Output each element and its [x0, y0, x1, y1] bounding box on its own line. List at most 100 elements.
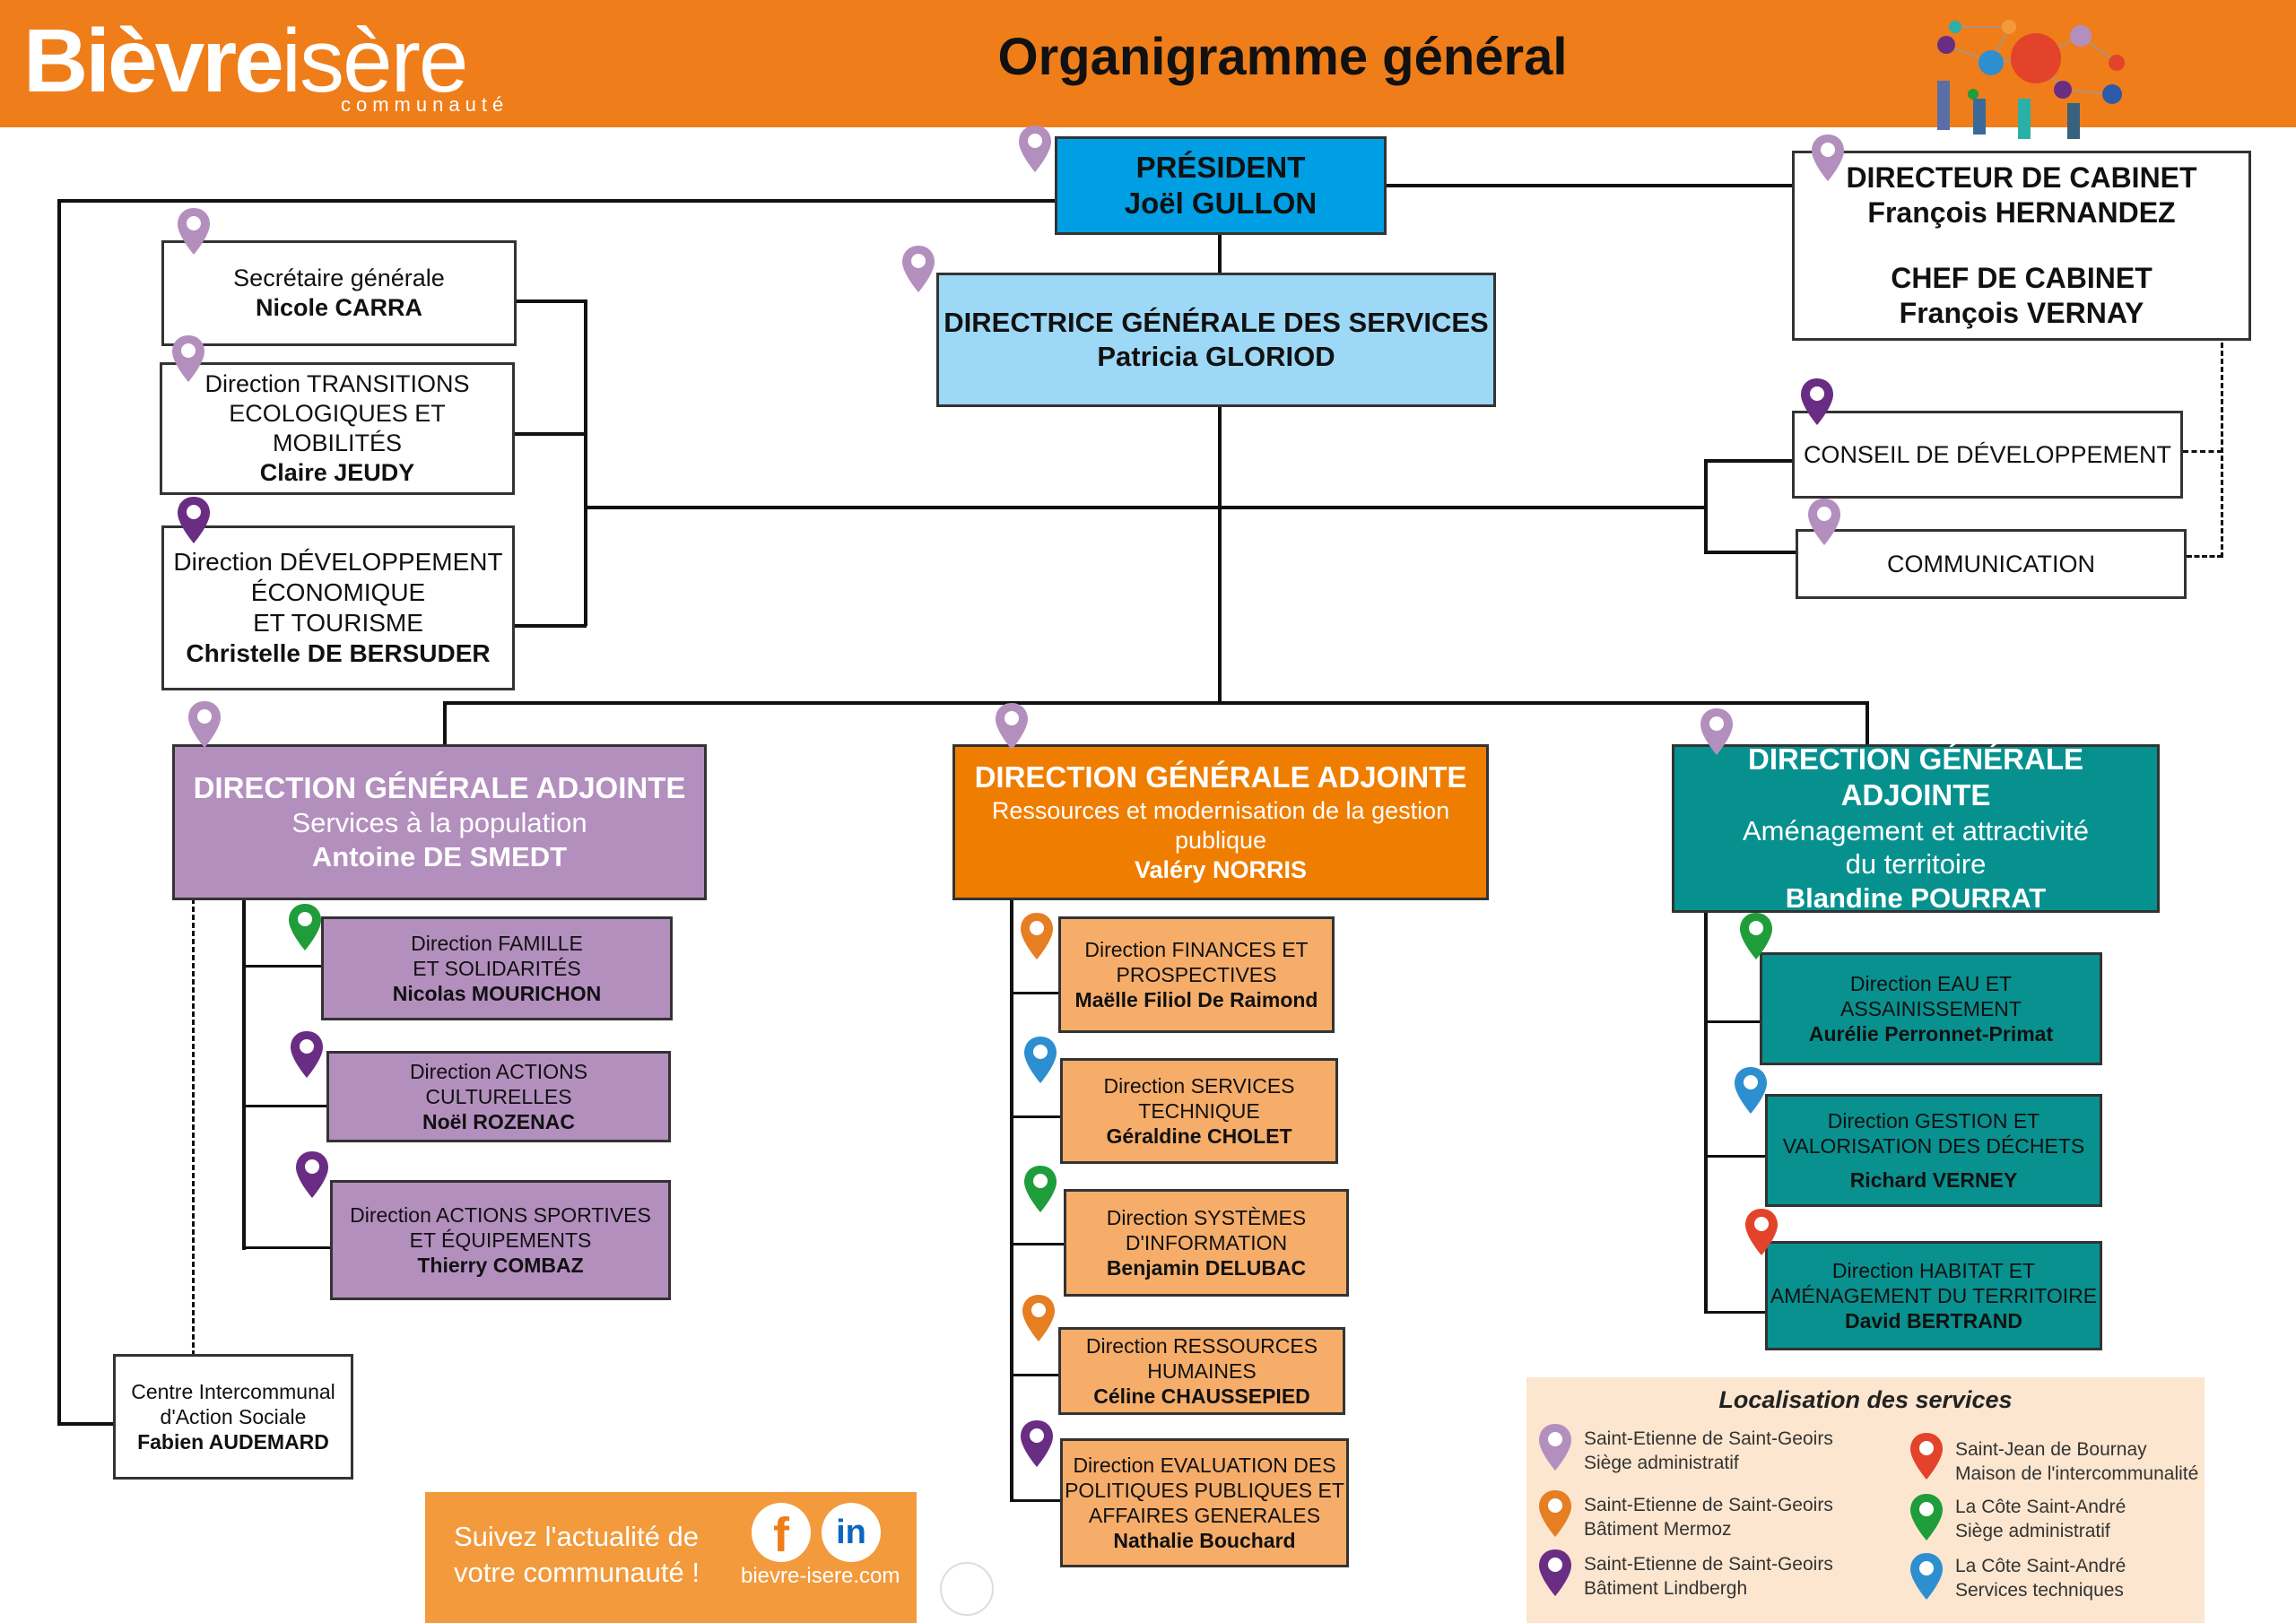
location-pin-icon [1019, 1419, 1055, 1469]
logo: Bièvreisère [23, 11, 469, 111]
box-line: VALORISATION DES DÉCHETS [1782, 1133, 2085, 1158]
follow-text: Suivez l'actualité de votre communauté ! [454, 1519, 700, 1592]
location-pin-icon [176, 495, 212, 545]
cabinet-director-role: DIRECTEUR DE CABINET [1846, 161, 2197, 194]
person-name: David BERTRAND [1844, 1309, 2023, 1333]
person-name: Aurélie Perronnet-Primat [1808, 1022, 2054, 1046]
direction-evaluation-box: Direction EVALUATION DES POLITIQUES PUBL… [1060, 1438, 1349, 1567]
follow-line: Suivez l'actualité de [454, 1521, 700, 1552]
legend-pin-icon [1537, 1548, 1573, 1598]
box-line: ECOLOGIQUES ET [229, 400, 446, 428]
box-line: CULTURELLES [425, 1084, 572, 1108]
box-line: ASSAINISSEMENT [1840, 996, 2022, 1020]
legend-pin-icon [1909, 1492, 1944, 1542]
location-pin-icon [1799, 377, 1835, 427]
person-name: Richard VERNEY [1849, 1168, 2018, 1193]
legend-item: Saint-Etienne de Saint-Geoirs Siège admi… [1584, 1428, 1833, 1476]
location-pin-icon [994, 701, 1030, 751]
legend-pin-icon [1909, 1551, 1944, 1601]
connector [57, 199, 61, 1426]
legend-line: Bâtiment Mermoz [1584, 1518, 1732, 1540]
dga-title: DIRECTION GÉNÉRALE ADJOINTE [1747, 742, 2084, 812]
connector [242, 1105, 328, 1107]
connector [1010, 898, 1013, 1501]
direction-eau-box: Direction EAU ET ASSAINISSEMENT Aurélie … [1760, 952, 2102, 1065]
legend-item: Saint-Etienne de Saint-Geoirs Bâtiment M… [1584, 1494, 1833, 1542]
box-line: Direction FAMILLE [411, 931, 583, 955]
box-line: ÉCONOMIQUE [250, 577, 426, 606]
location-pin-icon [900, 244, 936, 294]
location-pin-icon [1733, 1065, 1769, 1115]
box-line: Direction SERVICES [1103, 1073, 1295, 1098]
legend-line: Saint-Jean de Bournay [1955, 1439, 2147, 1460]
website-link[interactable]: bievre-isere.com [741, 1564, 900, 1588]
facebook-icon[interactable]: f [752, 1503, 811, 1562]
location-pin-icon [1019, 911, 1055, 961]
connector [1704, 551, 1797, 554]
legend-pin-icon [1909, 1431, 1944, 1481]
header-bar [0, 0, 2296, 127]
box-line: Direction ACTIONS SPORTIVES [350, 1202, 651, 1227]
box-line: AMÉNAGEMENT DU TERRITOIRE [1770, 1283, 2098, 1307]
location-pin-icon [287, 902, 323, 952]
legend-line: La Côte Saint-André [1955, 1497, 2126, 1517]
legend-panel [1526, 1377, 2205, 1623]
location-pin-icon [289, 1029, 325, 1080]
legend-line: La Côte Saint-André [1955, 1556, 2126, 1576]
location-pin-icon [1021, 1293, 1057, 1343]
box-line: ET ÉQUIPEMENTS [409, 1228, 592, 1252]
connector [1010, 1115, 1062, 1118]
connector [1010, 1243, 1064, 1245]
president-name: Joël GULLON [1124, 187, 1318, 220]
connector [1218, 405, 1222, 705]
dgs-name: Patricia GLORIOD [1097, 341, 1335, 372]
legend-line: Services techniques [1955, 1579, 2124, 1601]
person-name: Céline CHAUSSEPIED [1093, 1384, 1310, 1409]
connector [443, 701, 1869, 705]
logo-subtitle: communauté [341, 93, 509, 116]
dga-subtitle: Ressources et modernisation de la gestio… [991, 796, 1450, 824]
linkedin-icon[interactable]: in [822, 1503, 881, 1562]
connector [1010, 1374, 1060, 1376]
president-box: PRÉSIDENT Joël GULLON [1055, 136, 1387, 235]
direction-habitat-box: Direction HABITAT ET AMÉNAGEMENT DU TERR… [1765, 1241, 2102, 1350]
connector [584, 299, 587, 626]
person-name: Thierry COMBAZ [417, 1254, 584, 1278]
box-line: Centre Intercommunal [131, 1379, 335, 1403]
box-line: ET TOURISME [253, 609, 423, 637]
connector [443, 701, 447, 748]
connector [1704, 911, 1708, 1313]
direction-developpement-economique-box: Direction DÉVELOPPEMENT ÉCONOMIQUE ET TO… [161, 525, 515, 690]
legend-line: Siège administratif [1955, 1520, 2110, 1541]
box-line: HUMAINES [1147, 1358, 1257, 1383]
dga-name: Blandine POURRAT [1785, 882, 2047, 915]
direction-systemes-information-box: Direction SYSTÈMES D'INFORMATION Benjami… [1064, 1189, 1349, 1297]
dgs-role: DIRECTRICE GÉNÉRALE DES SERVICES [944, 307, 1489, 339]
person-name: Noël ROZENAC [422, 1110, 575, 1134]
connector [242, 1246, 332, 1249]
dga-name: Valéry NORRIS [1134, 855, 1308, 883]
connector [1704, 459, 1794, 463]
legend-line: Maison de l'intercommunalité [1955, 1462, 2199, 1484]
box-line: TECHNIQUE [1138, 1098, 1260, 1123]
box-line: ET SOLIDARITÉS [413, 956, 581, 980]
connector [242, 965, 325, 968]
connector [1010, 1499, 1060, 1502]
cabinet-chief-role: CHEF DE CABINET [1891, 262, 2152, 294]
dashed-connector [192, 898, 195, 1356]
dga-subtitle: Aménagement et attractivité [1743, 814, 2089, 846]
location-pin-icon [1806, 497, 1842, 547]
box-line: Direction EVALUATION DES [1073, 1453, 1336, 1477]
cabinet-director-name: François HERNANDEZ [1867, 195, 2176, 229]
box-line: CONSEIL DE DÉVELOPPEMENT [1803, 440, 2172, 468]
person-name: Benjamin DELUBAC [1106, 1256, 1307, 1280]
location-pin-icon [1744, 1207, 1779, 1257]
person-name: Maëlle Filiol De Raimond [1074, 988, 1318, 1012]
location-pin-icon [187, 699, 222, 750]
cabinet-chief-name: François VERNAY [1899, 297, 2144, 330]
connector [61, 199, 1057, 203]
facebook-label: f [773, 1508, 789, 1562]
faded-facebook-icon [940, 1562, 994, 1616]
direction-dechets-box: Direction GESTION ET VALORISATION DES DÉ… [1765, 1094, 2102, 1207]
box-line: POLITIQUES PUBLIQUES ET [1065, 1478, 1344, 1502]
